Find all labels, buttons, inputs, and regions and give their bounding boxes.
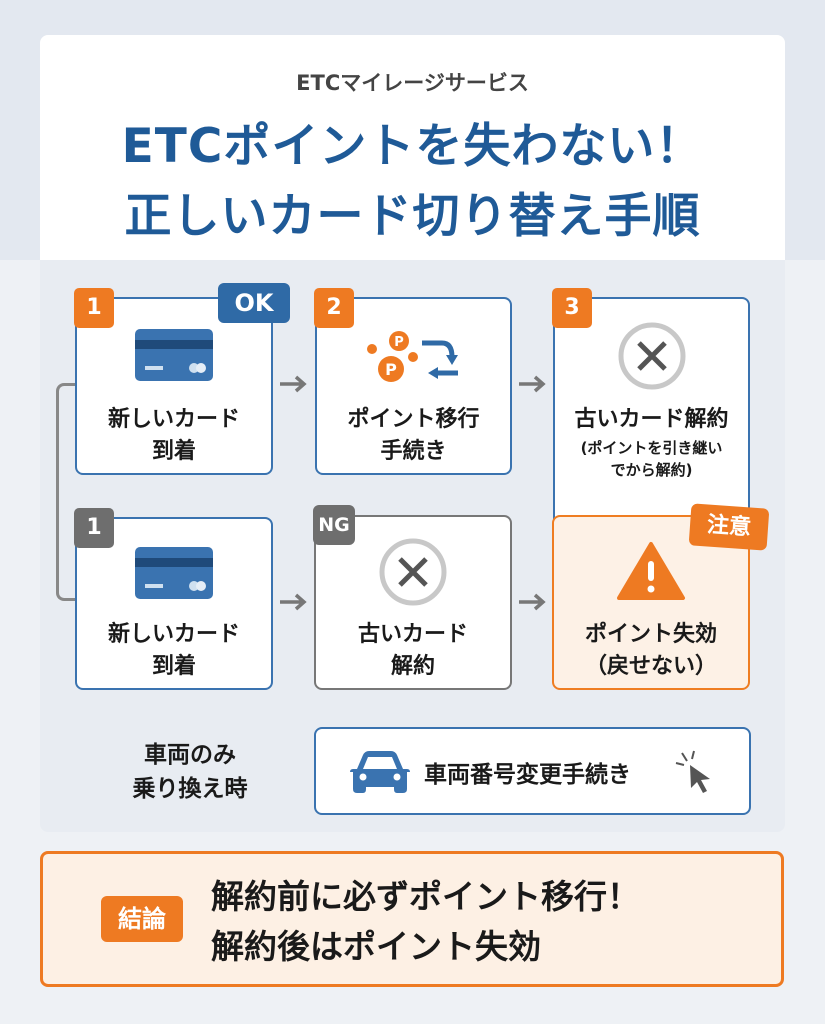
arrow-right-icon [519, 375, 546, 393]
point-transfer-icon: PP [366, 331, 458, 382]
step-label: ポイント失効 [584, 622, 717, 647]
step-label: 手続き [380, 439, 447, 464]
arrow-right-icon [280, 375, 307, 393]
cancel-x-icon [379, 538, 447, 606]
branch-connector [56, 383, 76, 601]
step-number-badge: 3 [552, 288, 592, 328]
step-number-badge: 2 [314, 288, 354, 328]
ok-tag: OK [218, 283, 290, 323]
subtitle: ETCマイレージサービス [296, 71, 529, 95]
step-label: 到着 [151, 654, 196, 679]
warning-icon [617, 542, 685, 600]
caution-tag: 注意 [688, 503, 770, 551]
step-note: (ポイントを引き継い [580, 439, 723, 457]
step-label: 古いカード [357, 622, 468, 647]
credit-card-icon [135, 547, 213, 599]
step-number-badge: 1 [74, 508, 114, 548]
step-number-badge: 1 [74, 288, 114, 328]
arrow-right-icon [280, 593, 307, 611]
svg-text:P: P [385, 360, 397, 379]
svg-text:P: P [394, 335, 404, 350]
step-label: 新しいカード [107, 622, 240, 647]
conclusion-box: 結論 解約前に必ずポイント移行！ 解約後はポイント失効 [40, 851, 784, 987]
header: ETCマイレージサービス ETCポイントを失わない！ 正しいカード切り替え手順 [40, 35, 785, 260]
title-line-2: 正しいカード切り替え手順 [124, 189, 701, 244]
title-line-1: ETCポイントを失わない！ [121, 119, 704, 174]
arrow-right-icon [519, 593, 546, 611]
conclusion-line-2: 解約後はポイント失効 [211, 927, 541, 966]
vehicle-action-label: 車両番号変更手続き [424, 762, 631, 788]
label-line: 乗り換え時 [132, 776, 248, 802]
step-label: （戻せない） [584, 654, 717, 679]
cancel-x-icon [618, 322, 685, 390]
step-label: 到着 [151, 439, 196, 464]
label-line: 車両のみ [144, 742, 236, 768]
vehicle-only-label: 車両のみ 乗り換え時 [90, 738, 290, 806]
wrong-step-cancel-card: 古いカード 解約 [314, 515, 512, 690]
car-icon [350, 751, 410, 793]
credit-card-icon [135, 329, 213, 381]
step-note: でから解約) [610, 461, 693, 479]
step-label: 新しいカード [107, 407, 240, 432]
conclusion-line-1: 解約前に必ずポイント移行！ [211, 877, 640, 916]
vehicle-number-change-box: 車両番号変更手続き [314, 727, 751, 815]
step-cancel-old-card: 古いカード解約 (ポイントを引き継い でから解約) [553, 297, 750, 527]
conclusion-tag: 結論 [101, 896, 183, 942]
step-label: 解約 [390, 654, 435, 679]
step-label: ポイント移行 [347, 407, 480, 432]
step-label: 古いカード解約 [574, 407, 729, 432]
ng-tag: NG [313, 505, 355, 545]
cursor-click-icon [675, 750, 710, 793]
